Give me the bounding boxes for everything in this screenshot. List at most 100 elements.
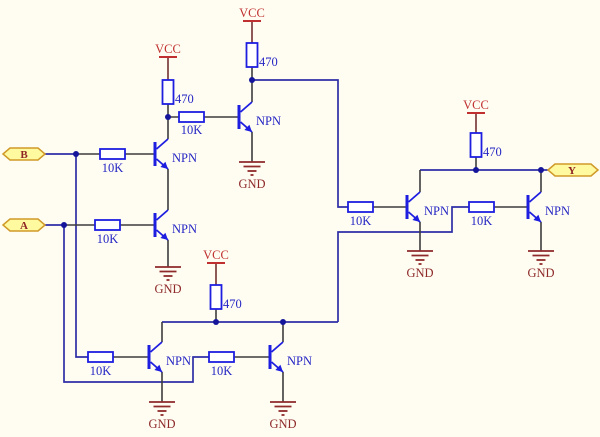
ground-icon: [238, 161, 266, 176]
resistor-base-b-nor[interactable]: 10K: [87, 351, 114, 378]
transistor-label: NPN: [424, 204, 449, 218]
resistor-body: [94, 219, 121, 231]
resistor-base-output-left[interactable]: 10K: [347, 201, 374, 228]
resistor-body: [469, 132, 483, 158]
resistor-base-b-nand[interactable]: 10K: [99, 148, 126, 175]
transistor-nand-a[interactable]: NPN: [152, 209, 198, 241]
npn-icon: [525, 191, 542, 223]
npn-icon: [152, 209, 169, 241]
vcc-label: VCC: [155, 42, 181, 56]
ground-icon: [154, 266, 182, 281]
junction-dot: [473, 167, 479, 173]
wire-nor-b-pins: [113, 322, 163, 402]
resistor-body: [245, 42, 259, 68]
resistor-value: 10K: [471, 214, 493, 228]
gnd-symbol-output-left[interactable]: GND: [406, 250, 434, 280]
resistor-value: 10K: [102, 161, 124, 175]
transistor-label: NPN: [256, 114, 281, 128]
vcc-label: VCC: [463, 98, 489, 112]
junction-dot: [73, 151, 79, 157]
npn-icon: [236, 101, 253, 133]
terminal-hexagon: [546, 163, 600, 177]
junction-dot: [61, 222, 67, 228]
wire-nor-to-output-net: [337, 206, 469, 322]
terminal-input-b[interactable]: B: [1, 147, 47, 161]
wire-b-net: [45, 153, 88, 358]
gnd-symbol-output-right[interactable]: GND: [527, 250, 555, 280]
resistor-base-a-nor[interactable]: 10K: [208, 351, 235, 378]
gnd-label: GND: [154, 282, 181, 296]
resistor-body: [178, 111, 205, 123]
resistor-body: [87, 351, 114, 363]
resistor-value: 10K: [350, 214, 372, 228]
transistor-nand-b[interactable]: NPN: [152, 138, 198, 170]
resistor-value: 470: [259, 55, 278, 69]
wire-a-net: [45, 224, 209, 383]
resistor-value: 470: [483, 145, 502, 159]
resistor-body: [161, 79, 175, 105]
resistor-base-output-right[interactable]: 10K: [468, 201, 495, 228]
resistor-pullup-nand-input[interactable]: 470: [161, 79, 194, 106]
vcc-symbol-nor[interactable]: VCC: [203, 248, 229, 285]
resistor-pullup-nand-output[interactable]: 470: [245, 42, 278, 69]
npn-icon: [404, 191, 421, 223]
resistor-pullup-nor[interactable]: 470: [209, 284, 242, 311]
transistor-label: NPN: [287, 354, 312, 368]
transistor-label: NPN: [545, 204, 570, 218]
vcc-label: VCC: [203, 248, 229, 262]
vcc-symbol-output-stage[interactable]: VCC: [463, 98, 489, 133]
resistor-base-a-nand[interactable]: 10K: [94, 219, 121, 246]
wire-nor-a-pins: [234, 322, 284, 402]
ground-icon: [406, 250, 434, 265]
terminal-output-y[interactable]: Y: [546, 163, 600, 177]
vcc-symbol-nand-output[interactable]: VCC: [239, 6, 265, 43]
wire-output-right-pins: [494, 170, 542, 251]
gnd-label: GND: [269, 417, 296, 431]
vcc-symbol-nand-input[interactable]: VCC: [155, 42, 181, 80]
resistor-base-nand-inverter[interactable]: 10K: [178, 111, 205, 137]
resistor-body: [99, 148, 126, 160]
resistor-value: 10K: [97, 232, 119, 246]
gnd-label: GND: [238, 177, 265, 191]
junction-dot: [249, 77, 255, 83]
transistor-output-left[interactable]: NPN: [404, 191, 450, 223]
wire-and-net: [252, 79, 348, 208]
gnd-symbol-nand-stack[interactable]: GND: [154, 266, 182, 296]
terminal-label: Y: [568, 165, 576, 177]
junction-dot: [280, 319, 286, 325]
terminal-input-a[interactable]: A: [1, 218, 47, 232]
transistor-nor-b[interactable]: NPN: [146, 341, 192, 373]
resistor-value: 10K: [211, 364, 233, 378]
resistor-pullup-output-stage[interactable]: 470: [469, 132, 502, 159]
terminal-hexagon: [1, 147, 47, 161]
resistor-value: 470: [223, 297, 242, 311]
resistor-body: [208, 351, 235, 363]
gnd-label: GND: [527, 266, 554, 280]
gnd-symbol-nor-a[interactable]: GND: [269, 401, 297, 431]
gnd-label: GND: [406, 266, 433, 280]
gnd-symbol-nor-b[interactable]: GND: [148, 401, 176, 431]
transistor-nand-inverter[interactable]: NPN: [236, 101, 282, 133]
gnd-symbol-nand-inverter[interactable]: GND: [238, 161, 266, 191]
junction-dot: [165, 114, 171, 120]
gnd-label: GND: [148, 417, 175, 431]
terminal-hexagon: [1, 218, 47, 232]
junction-dot: [213, 319, 219, 325]
ground-icon: [148, 401, 176, 416]
npn-icon: [146, 341, 163, 373]
vcc-label: VCC: [239, 6, 265, 20]
npn-icon: [267, 341, 284, 373]
transistor-label: NPN: [166, 354, 191, 368]
terminal-label: B: [20, 149, 28, 161]
wire-output-left-pins: [373, 170, 421, 251]
resistor-body: [209, 284, 223, 310]
resistor-value: 10K: [181, 123, 203, 137]
transistor-output-right[interactable]: NPN: [525, 191, 571, 223]
ground-icon: [527, 250, 555, 265]
junction-dot: [538, 167, 544, 173]
transistor-nor-a[interactable]: NPN: [267, 341, 313, 373]
resistor-body: [347, 201, 374, 213]
transistor-label: NPN: [172, 222, 197, 236]
